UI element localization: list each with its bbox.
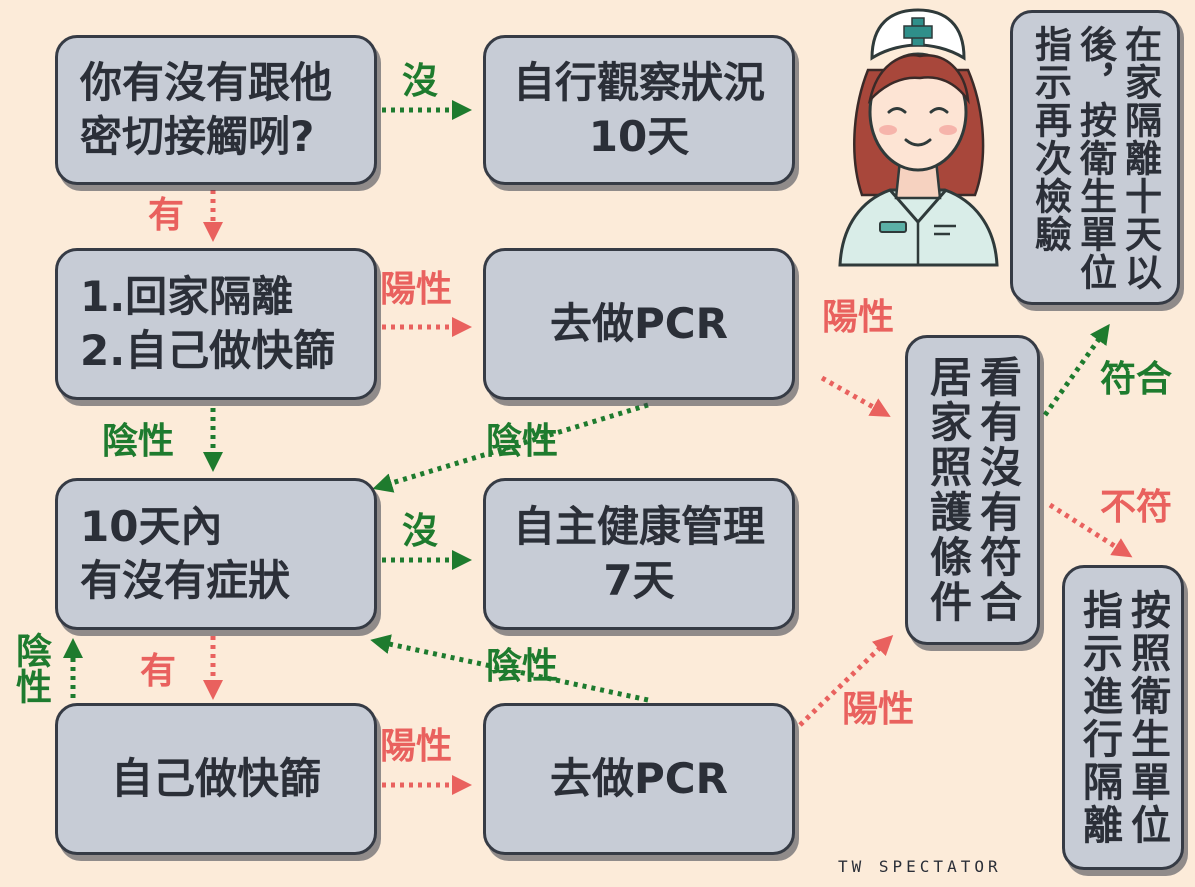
label-positive-rapid-2: 陽性: [380, 726, 453, 767]
self-health-management-box: 自主健康管理 7天: [483, 478, 795, 630]
label-yes-symptoms: 有: [140, 651, 177, 692]
box-column: 後，按衛生單位: [1073, 24, 1117, 291]
arrow-home-care-meets: [1042, 323, 1110, 417]
home-isolation-box: 1.回家隔離 2.自己做快篩: [55, 248, 377, 400]
box-column: 指示進行隔離: [1076, 588, 1122, 847]
retest-after-isolation-box: 在家隔離十天以 後，按衛生單位 指示再次檢驗: [1010, 10, 1180, 305]
box-column: 在家隔離十天以: [1118, 24, 1162, 291]
label-negative-pcr-2: 陰性: [486, 646, 559, 687]
label-negative-rapid-1: 陰性: [102, 421, 175, 462]
label-negative-rapid-2: 陰性: [10, 632, 51, 704]
follow-health-unit-box: 按照衛生單位 指示進行隔離: [1062, 565, 1184, 870]
box-line: 自行觀察狀況: [512, 58, 765, 107]
label-meets: 符合: [1100, 359, 1173, 400]
rapid-test-box: 自己做快篩: [55, 703, 377, 855]
label-negative-pcr-1: 陰性: [486, 421, 559, 462]
footer-credit: TW SPECTATOR: [838, 857, 1002, 876]
label-positive-pcr-1: 陽性: [822, 297, 895, 338]
pcr-second-box: 去做PCR: [483, 703, 795, 855]
label-not-meets: 不符: [1100, 487, 1173, 528]
box-column: 按照衛生單位: [1124, 588, 1170, 847]
box-line: 7天: [603, 556, 675, 605]
label-positive-pcr-2: 陽性: [842, 689, 915, 730]
nurse-illustration: [838, 8, 999, 267]
box-line: 10天內: [80, 502, 223, 551]
box-line: 去做PCR: [550, 299, 728, 348]
self-observe-box: 自行觀察狀況 10天: [483, 35, 795, 185]
box-line: 2.自己做快篩: [80, 326, 336, 375]
label-positive-rapid-1: 陽性: [380, 269, 453, 310]
label-yes-contact: 有: [148, 195, 185, 236]
label-no-contact: 沒: [402, 61, 439, 102]
arrow-pcr1-positive: [820, 375, 891, 417]
box-line: 去做PCR: [550, 754, 728, 803]
box-line: 10天: [588, 112, 690, 161]
pcr-first-box: 去做PCR: [483, 248, 795, 400]
box-line: 你有沒有跟他: [80, 58, 333, 107]
box-line: 1.回家隔離: [80, 272, 294, 321]
box-line: 有沒有症狀: [80, 556, 291, 605]
box-column: 居家照護條件: [923, 355, 973, 625]
home-care-check-box: 看有沒有符合 居家照護條件: [905, 335, 1040, 645]
box-column: 指示再次檢驗: [1028, 24, 1072, 253]
symptoms-question-box: 10天內 有沒有症狀: [55, 478, 377, 630]
box-line: 自主健康管理: [512, 502, 765, 551]
box-column: 看有沒有符合: [973, 355, 1023, 625]
close-contact-question-box: 你有沒有跟他 密切接觸咧?: [55, 35, 377, 185]
box-line: 密切接觸咧?: [80, 112, 315, 161]
label-no-symptoms: 沒: [402, 511, 439, 552]
box-line: 自己做快篩: [110, 754, 321, 803]
